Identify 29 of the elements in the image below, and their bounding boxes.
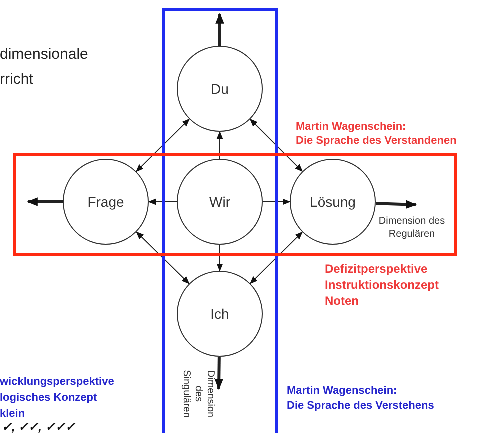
- heading-text: rricht: [0, 70, 34, 90]
- annotation-text: Martin Wagenschein:: [296, 120, 406, 135]
- dimension-label: Dimension des Regulären: [376, 206, 448, 250]
- arrow: [148, 198, 178, 206]
- arrow: [136, 118, 190, 172]
- annotation-text: klein: [0, 407, 26, 422]
- annotation-text: Die Sprache des Verstehens: [287, 399, 434, 414]
- horizontal-band: [13, 153, 457, 256]
- arrow: [250, 232, 304, 284]
- annotation-text: Instruktionskonzept: [325, 277, 440, 294]
- arrow: [250, 118, 304, 172]
- arrow: [136, 232, 190, 284]
- vertical-band: [162, 8, 278, 433]
- arrow: [216, 244, 224, 272]
- arrow: [216, 131, 224, 160]
- annotation-text: logisches Konzept: [0, 391, 98, 406]
- arrow: [376, 200, 418, 210]
- annotation-text: Defizitperspektive: [325, 261, 428, 278]
- annotation-text: Die Sprache des Verstandenen: [296, 134, 457, 149]
- arrow: [26, 198, 63, 206]
- checkmark-text: ✓, ✓✓, ✓✓✓: [2, 419, 76, 433]
- dimension-label: Dimension des Singulären: [178, 360, 218, 428]
- arrow: [216, 12, 224, 46]
- heading-text: dimensionale: [0, 45, 88, 65]
- annotation-text: Martin Wagenschein:: [287, 384, 398, 399]
- annotation-text: Noten: [325, 293, 359, 310]
- arrow: [214, 356, 224, 390]
- annotation-text: wicklungsperspektive: [0, 375, 114, 390]
- arrow: [262, 198, 291, 206]
